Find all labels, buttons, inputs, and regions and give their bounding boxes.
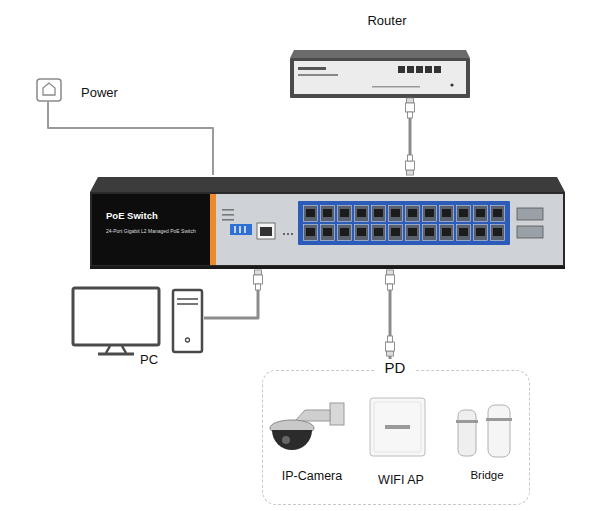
rj45-plug	[406, 98, 415, 118]
router-node: Router	[290, 10, 470, 98]
router-button	[450, 83, 453, 86]
device-label: PC	[134, 353, 164, 368]
wifi-ap-node: WIFI AP	[361, 396, 441, 491]
camera-icon	[270, 403, 344, 450]
switch-base	[90, 266, 565, 269]
switch-marking	[222, 219, 234, 221]
bridge-icon	[456, 405, 512, 457]
power-button	[186, 338, 190, 342]
device-label: Router	[352, 14, 422, 29]
bridge-strap	[486, 418, 512, 421]
switch-marking	[222, 209, 234, 211]
power-node: Power	[35, 78, 125, 101]
router-port	[416, 66, 423, 73]
sfp-port	[517, 208, 543, 220]
power-outlet-icon	[37, 79, 61, 101]
access-point-icon	[370, 398, 425, 456]
device-label: Bridge	[451, 469, 523, 482]
console-socket	[260, 227, 272, 236]
pc-tower	[173, 290, 202, 352]
console-port	[257, 223, 275, 239]
router-port	[425, 66, 432, 73]
poe-switch-node: PoE Switch 24-Port Gigabit L2 Managed PoE…	[90, 175, 565, 270]
device-label: WIFI AP	[361, 473, 441, 487]
port-block	[298, 201, 510, 245]
outlet-symbol	[43, 83, 55, 95]
switch-top	[90, 177, 565, 192]
drive-bays	[177, 299, 198, 304]
router-marking	[298, 67, 326, 70]
device-label: PoE Switch	[106, 211, 218, 222]
router-body	[290, 58, 470, 98]
switch-stripe	[210, 194, 216, 265]
power-cable	[48, 101, 213, 175]
rj45-plug	[386, 270, 395, 290]
ethernet-cable	[389, 270, 392, 370]
rj45-plug	[406, 155, 415, 175]
device-label: IP-Camera	[268, 469, 356, 483]
pd-group: PDIP-CameraWIFI APBridge	[262, 370, 530, 505]
camera-lens	[282, 436, 290, 444]
outlet-frame	[37, 79, 61, 101]
router-top	[290, 50, 470, 58]
device-label: PD	[375, 359, 415, 376]
bridge-strap	[456, 420, 478, 423]
ap-logo	[385, 425, 410, 429]
pc-icon	[73, 288, 202, 354]
bridge-unit	[458, 410, 476, 456]
router-marking	[298, 74, 338, 76]
sfp-port	[517, 226, 543, 238]
switch-marking	[222, 214, 234, 216]
rj45-plug	[254, 270, 263, 290]
router-icon	[290, 50, 470, 98]
monitor-stand	[106, 346, 126, 353]
device-label: Power	[81, 86, 126, 101]
dip-switch	[230, 224, 252, 235]
dip-levers	[235, 226, 245, 233]
router-leds	[372, 86, 420, 88]
switch-body	[90, 192, 565, 269]
ap-body	[370, 398, 425, 456]
device-label: 24-Port Gigabit L2 Managed PoE Switch	[106, 229, 218, 235]
camera-arm	[295, 410, 330, 421]
router-port	[434, 66, 441, 73]
bridge-unit	[488, 405, 510, 457]
ethernet-cable	[204, 270, 258, 318]
router-panel	[294, 61, 466, 94]
camera-dome	[272, 430, 312, 450]
wall-plate	[330, 403, 344, 425]
switch-panel	[92, 194, 563, 265]
monitor-base	[98, 353, 134, 356]
rj45-plug	[386, 336, 395, 356]
camera-housing	[270, 420, 314, 436]
bridge-node: Bridge	[451, 399, 523, 491]
pc-node: PC	[68, 283, 204, 373]
router-port	[398, 66, 405, 73]
switch-icon	[90, 177, 565, 269]
ap-rim	[374, 402, 421, 452]
rj45-ports	[302, 204, 506, 242]
router-port	[407, 66, 414, 73]
ethernet-cable	[409, 98, 412, 175]
status-leds	[283, 233, 293, 235]
ip-camera-node: IP-Camera	[268, 399, 356, 491]
monitor	[73, 288, 159, 345]
